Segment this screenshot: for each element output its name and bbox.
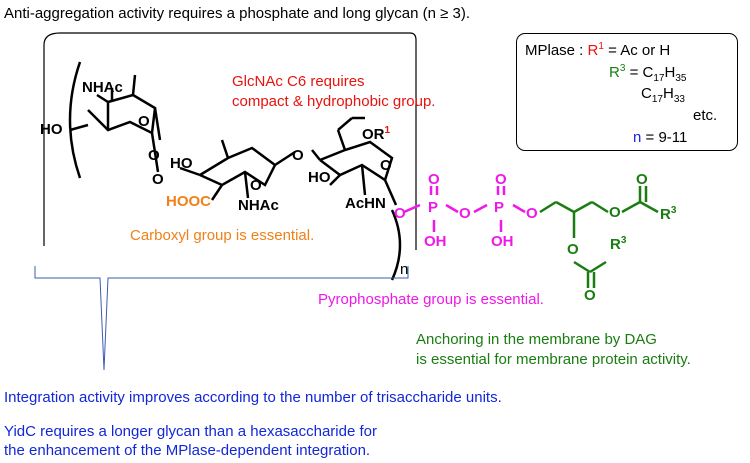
right-paren	[390, 209, 402, 281]
ring-oxygen-2: O	[148, 147, 160, 164]
hydroxyl-2: OH	[491, 233, 514, 250]
ho-right-label: HO	[308, 169, 331, 186]
phosphate-oxygen-c: O	[526, 205, 538, 222]
glcnac-annotation-line-2: compact & hydrophobic group.	[232, 93, 436, 110]
legend-box: MPlase : R1 = Ac or H R3 = C17H35 C17H33…	[516, 33, 738, 151]
pyrophosphate-annotation: Pyrophosphate group is essential.	[318, 291, 544, 308]
r3-label-b: R3	[610, 235, 627, 253]
page-title: Anti-aggregation activity requires a pho…	[4, 5, 471, 22]
nhac-mid-label: NHAc	[238, 197, 279, 214]
hydroxyl-1: OH	[424, 233, 447, 250]
yidc-annotation-line-1: YidC requires a longer glycan than a hex…	[4, 423, 377, 440]
ester-carbonyl-oxygen-2: O	[584, 287, 596, 304]
glcnac-annotation-line-1: GlcNAc C6 requires	[232, 73, 365, 90]
r3-label-a: R3	[660, 205, 677, 223]
dag-oxygen-1: O	[609, 204, 621, 221]
yidc-annotation-line-2: the enhancement of the MPlase-dependent …	[4, 442, 371, 459]
carboxyl-annotation: Carboxyl group is essential.	[130, 227, 315, 244]
ring-oxygen-4: O	[292, 147, 304, 164]
legend-line-2: R3 = C17H35	[609, 63, 687, 84]
repeat-bracket	[60, 32, 417, 250]
hooc-label: HOOC	[166, 193, 211, 210]
sugar-ring-3	[311, 116, 398, 206]
ring-oxygen-5: O	[380, 157, 392, 174]
ho-mid-label: HO	[170, 155, 193, 172]
ring-oxygen-3: O	[250, 177, 262, 194]
sugar-ring-1	[69, 74, 162, 173]
ester-carbonyl-oxygen-1: O	[636, 171, 648, 188]
phosphoryl-oxygen-1: O	[428, 171, 440, 188]
or1-label: OR1	[362, 125, 391, 143]
integration-annotation: Integration activity improves according …	[4, 389, 502, 406]
legend-line-4: etc.	[693, 107, 718, 124]
legend-line-1: MPlase : R1 = Ac or H	[525, 41, 671, 59]
ho-left-label: HO	[40, 121, 63, 138]
dag-oxygen-2: O	[567, 241, 579, 258]
ring-oxygen-1: O	[138, 113, 150, 130]
phosphorus-1: P	[428, 199, 439, 216]
glycosidic-oxygen-1: O	[152, 171, 164, 188]
legend-line-5: n = 9-11	[633, 129, 688, 146]
phosphoryl-oxygen-2: O	[495, 171, 507, 188]
nhac-top-label: NHAc	[82, 79, 123, 96]
dag-bonds	[539, 186, 659, 288]
legend-line-3: C17H33	[641, 85, 685, 105]
trisaccharide-brace	[34, 266, 409, 371]
left-paren	[68, 61, 82, 179]
repeat-bracket-left	[43, 32, 61, 246]
pyrophosphate-bonds	[403, 186, 526, 232]
dag-annotation-line-1: Anchoring in the membrane by DAG	[416, 331, 657, 348]
phosphate-oxygen-b: O	[459, 205, 471, 222]
achn-label: AcHN	[345, 195, 386, 212]
phosphorus-2: P	[494, 199, 505, 216]
dag-annotation-line-2: is essential for membrane protein activi…	[416, 351, 691, 368]
sugar-ring-2	[179, 139, 296, 201]
phosphate-oxygen-a: O	[394, 205, 406, 222]
repeat-n-label: n	[400, 261, 409, 278]
